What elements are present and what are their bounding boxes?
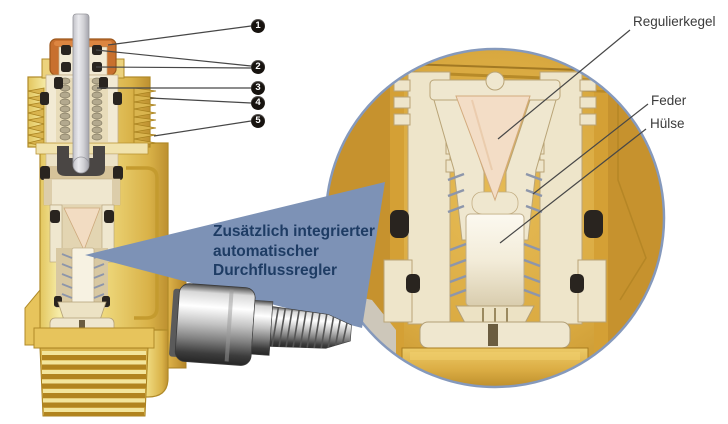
- label-huelse: Hülse: [650, 116, 685, 131]
- small-spring: [61, 253, 105, 299]
- inset-sleeve: [465, 213, 525, 307]
- valve-pin: [72, 13, 90, 174]
- callout-number-5: 5: [255, 115, 261, 127]
- knurl-right: [133, 87, 157, 147]
- arrow-note-line-2: automatischer: [213, 242, 319, 260]
- oring-seals: [40, 45, 122, 105]
- leader-lines: [95, 25, 649, 244]
- inset-spring: [447, 172, 543, 298]
- label-feder: Feder: [651, 93, 687, 108]
- callout-badge-3: 3: [251, 81, 265, 95]
- callout-badge-4: 4: [251, 96, 265, 110]
- callout-badge-1: 1: [251, 19, 265, 33]
- chrome-tailpiece: [169, 283, 352, 366]
- integrated-regulator-small: [49, 204, 115, 335]
- label-regulierkegel: Regulierkegel: [633, 14, 716, 29]
- valve-thread: [39, 347, 149, 417]
- callout-number-2: 2: [255, 61, 261, 73]
- blue-arrow: [85, 182, 385, 328]
- arrow-note: Zusätzlich integrierter automatischer Du…: [213, 222, 375, 281]
- inset-orings: [390, 210, 603, 293]
- inset-cone: [455, 95, 531, 202]
- callout-number-3: 3: [255, 82, 261, 94]
- arrow-note-line-1: Zusätzlich integrierter: [213, 223, 375, 240]
- callout-badge-2: 2: [251, 60, 265, 74]
- valve-cross-section: [24, 13, 187, 417]
- arrow-note-line-3: Durchflussregler: [213, 262, 338, 279]
- callout-number-1: 1: [255, 20, 261, 32]
- callout-badge-5: 5: [251, 114, 265, 128]
- callout-number-4: 4: [255, 97, 261, 109]
- union-nut: [174, 283, 256, 366]
